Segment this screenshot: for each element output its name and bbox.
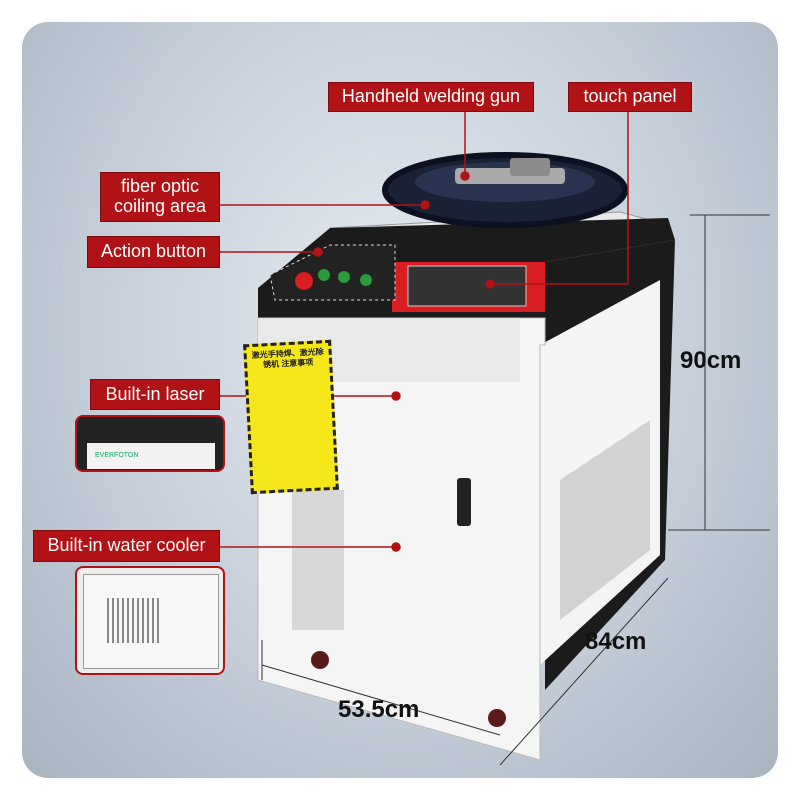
label-action-button: Action button [87,236,220,268]
label-welding-gun: Handheld welding gun [328,82,534,112]
side-vent [560,420,650,620]
cooler-thumbnail [75,566,225,675]
warning-sign: 激光手持焊、激光除锈机 注意事项 [243,339,339,495]
laser-thumbnail: EVERFOTON [75,415,225,472]
laser-brand: EVERFOTON [87,443,215,469]
touch-screen [407,265,527,307]
label-touch-panel: touch panel [568,82,692,112]
dimension-height: 90cm [680,347,742,374]
emergency-stop [295,272,313,290]
dimension-depth: 84cm [585,628,647,655]
door-handle [457,478,471,526]
dimension-width: 53.5cm [338,696,420,723]
front-vent [292,490,344,630]
label-laser: Built-in laser [90,379,220,410]
label-fiber-optic: fiber optic coiling area [100,172,220,222]
label-water-cooler: Built-in water cooler [33,530,220,562]
